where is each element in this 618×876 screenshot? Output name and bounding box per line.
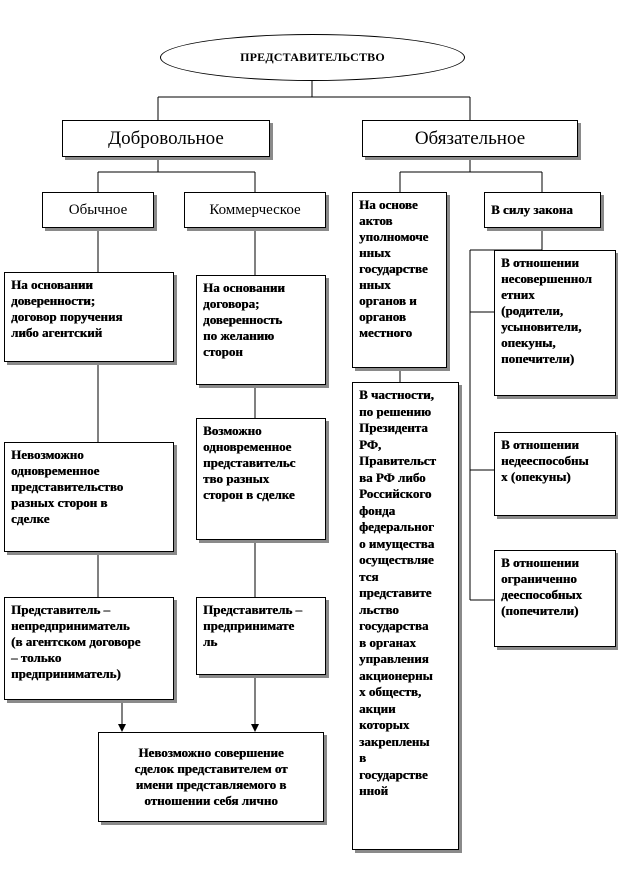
commercial-basis-box: На основании договора; доверенность по ж…: [196, 275, 326, 385]
minors-box: В отношении несовершеннол етних (родител…: [494, 250, 616, 396]
common-rule-box: Невозможно совершение сделок представите…: [98, 732, 324, 822]
mandatory-label: Обязательное: [414, 127, 526, 149]
voluntary-label: Добровольное: [108, 127, 224, 149]
limited-box: В отношении ограниченно дееспособных (по…: [494, 550, 616, 647]
incapable-box: В отношении недееспособны х (опекуны): [494, 432, 616, 516]
commercial-simultaneous-box: Возможно одновременное представительс тв…: [196, 418, 326, 540]
voluntary-box: Добровольное: [62, 120, 270, 157]
ordinary-box: Обычное: [42, 192, 154, 228]
title-label: ПРЕДСТАВИТЕЛЬСТВО: [240, 50, 385, 64]
commercial-representative-box: Представитель – предпринимате ль: [196, 597, 326, 675]
title-ellipse: ПРЕДСТАВИТЕЛЬСТВО: [160, 34, 465, 81]
ordinary-representative-box: Представитель – непредприниматель (в аге…: [4, 597, 174, 700]
ordinary-simultaneous-box: Невозможно одновременное представительст…: [4, 442, 174, 552]
commercial-label: Коммерческое: [209, 201, 301, 218]
law-box: В силу закона: [484, 192, 601, 228]
acts-basis-box: На основе актов уполномоче нных государс…: [352, 192, 447, 368]
mandatory-box: Обязательное: [362, 120, 578, 157]
arrow-down-icon: [251, 724, 259, 732]
arrow-down-icon: [118, 724, 126, 732]
acts-particular-box: В частности, по решению Президента РФ, П…: [352, 382, 459, 850]
ordinary-basis-box: На основании доверенности; договор поруч…: [4, 272, 174, 362]
ordinary-label: Обычное: [68, 201, 128, 218]
commercial-box: Коммерческое: [184, 192, 326, 228]
